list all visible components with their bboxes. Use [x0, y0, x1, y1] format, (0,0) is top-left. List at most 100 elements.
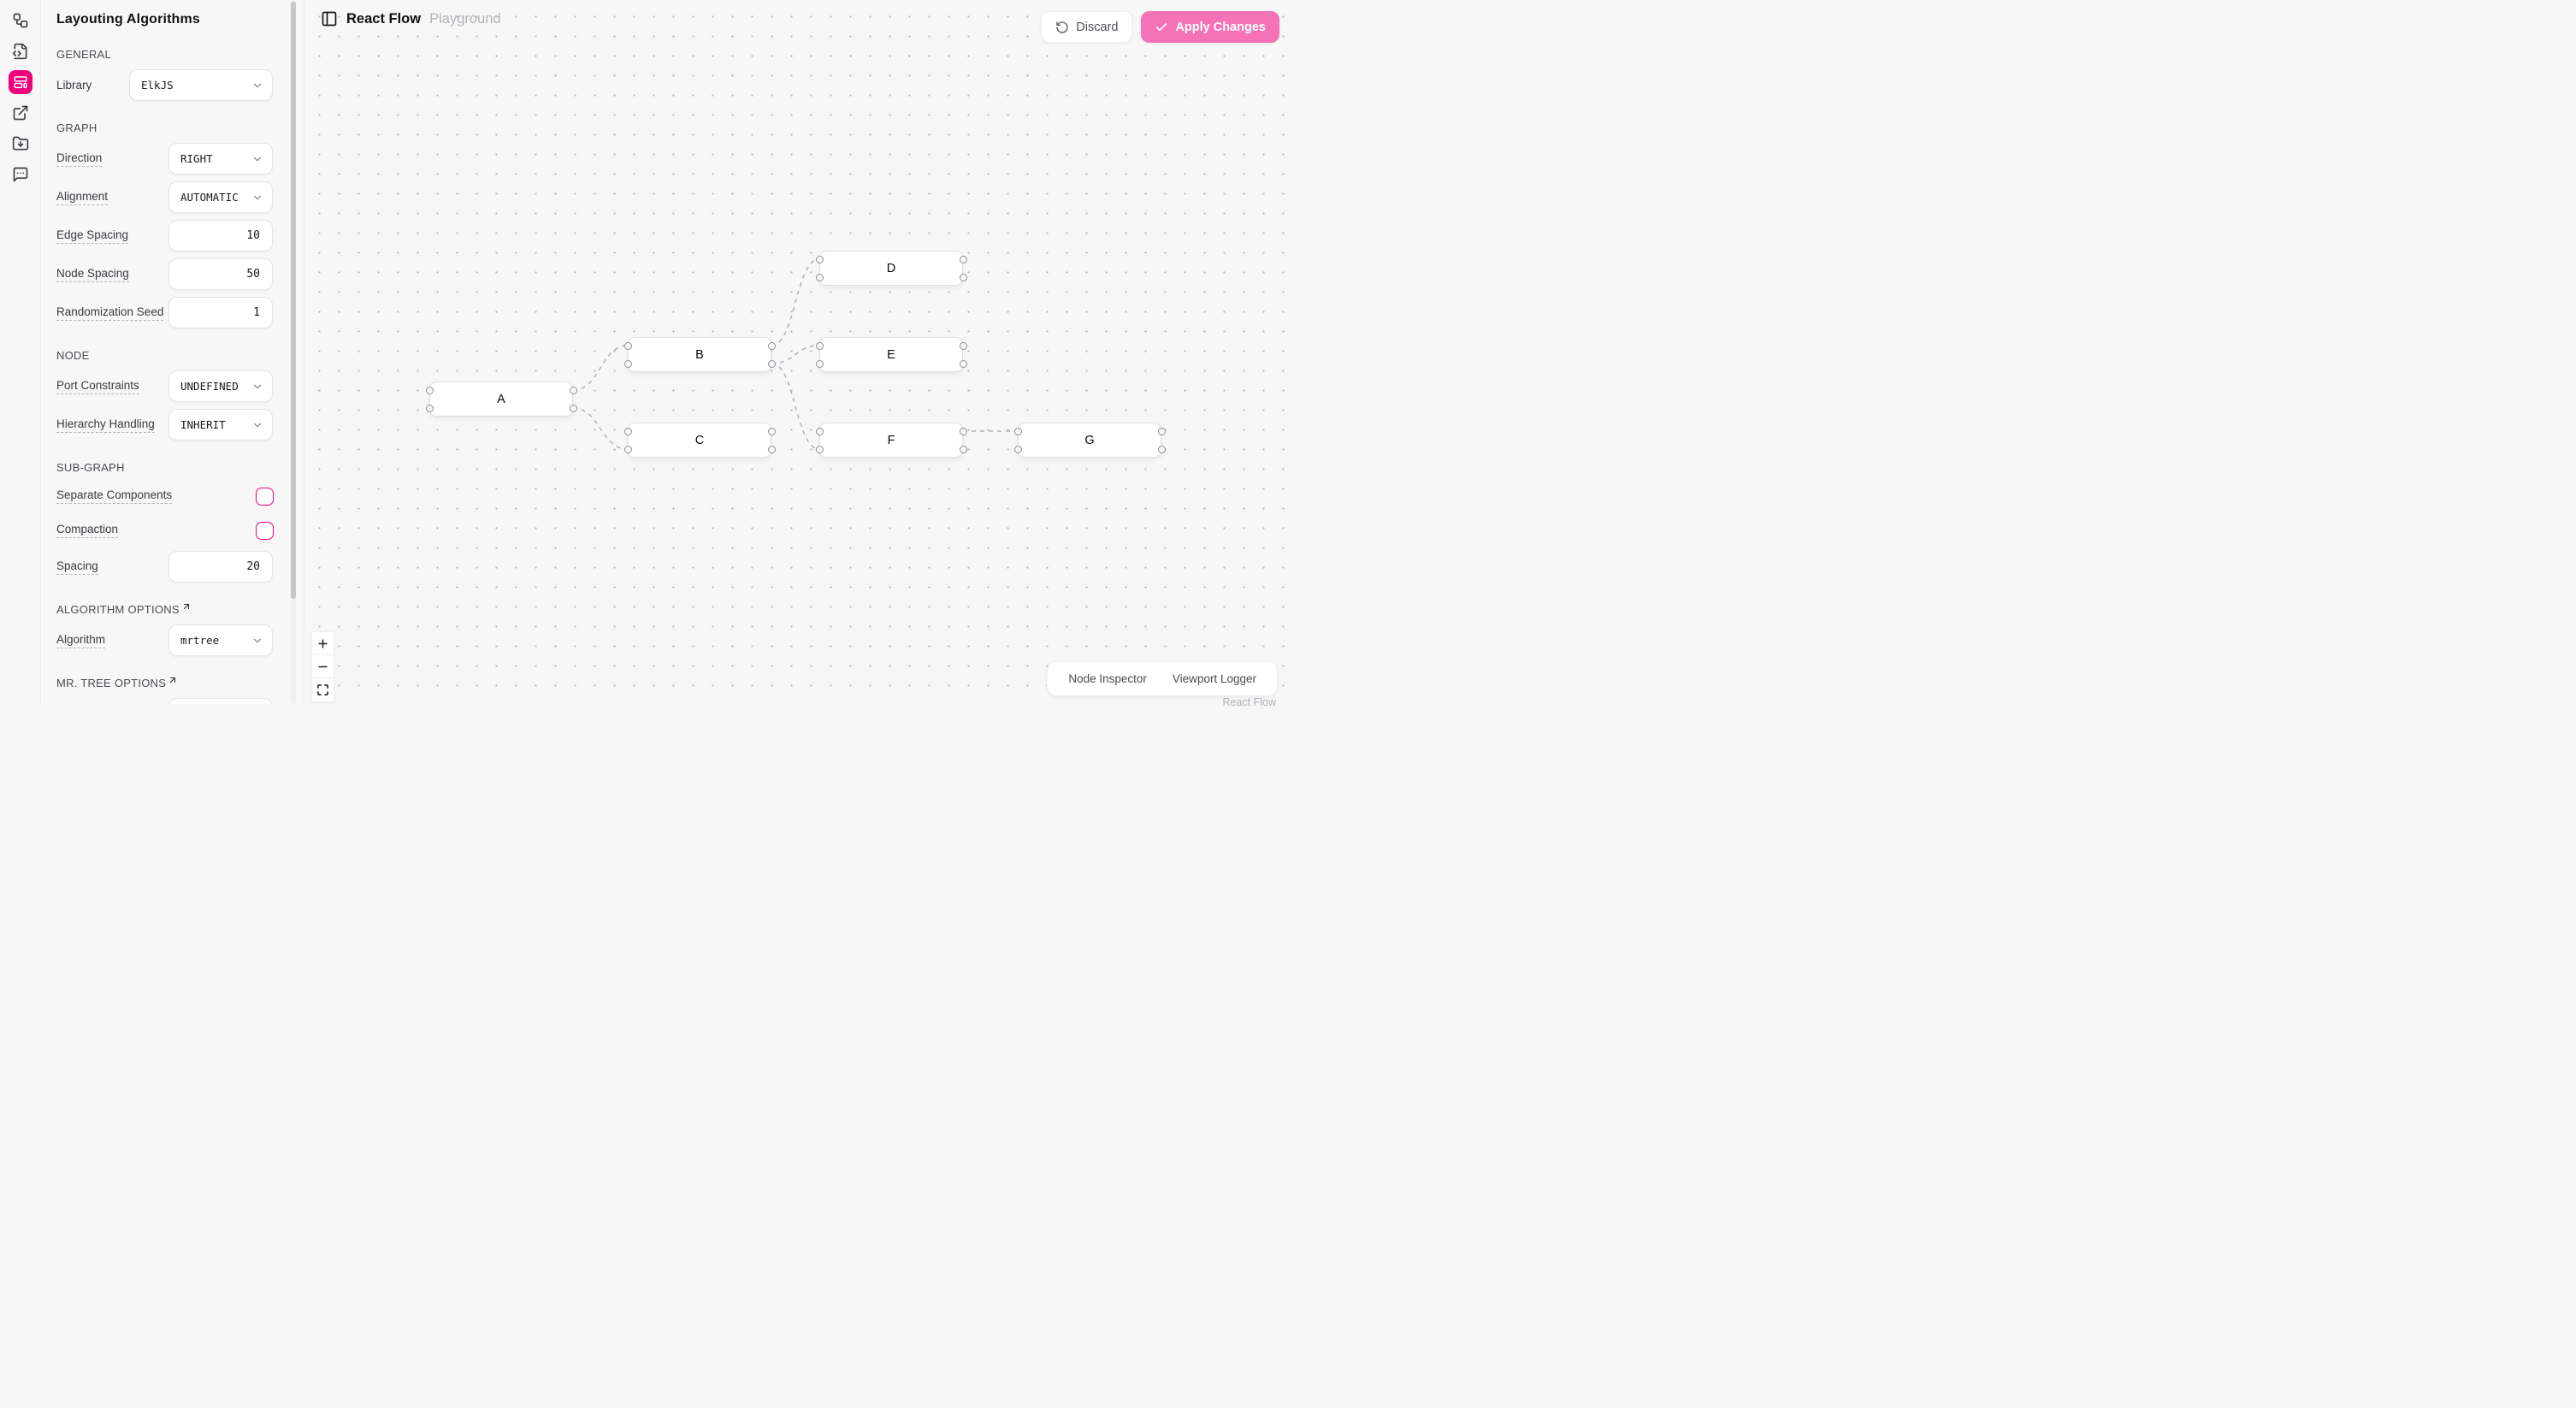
field-label-algorithm: Algorithm [56, 633, 106, 648]
discard-button[interactable]: Discard [1041, 11, 1133, 43]
handle-c-lt[interactable] [623, 427, 632, 435]
handle-g-lt[interactable] [1013, 427, 1022, 435]
separate-components-checkbox[interactable] [256, 487, 274, 506]
sidebar-item-workflow[interactable] [9, 9, 32, 33]
rotate-ccw-icon [1055, 21, 1069, 34]
devtools-node-inspector[interactable]: Node Inspector [1068, 672, 1147, 685]
field-label-alignment: Alignment [56, 190, 109, 205]
zoom-out-button[interactable] [312, 655, 334, 678]
clipped-field[interactable] [168, 698, 273, 704]
panel-scrollbar-thumb[interactable] [291, 2, 296, 599]
field-label-separate-components: Separate Components [56, 488, 173, 504]
sidebar-item-folder-down[interactable] [9, 132, 32, 156]
hierarchy-handling-select[interactable]: INHERIT [168, 409, 273, 441]
handle-a-lb[interactable] [425, 404, 434, 412]
field-label-library: Library [56, 79, 92, 92]
handle-e-lb[interactable] [815, 359, 824, 368]
library-select[interactable]: ElkJS [129, 69, 273, 101]
section-label-text: GRAPH [56, 121, 97, 134]
edge-b-d[interactable] [771, 258, 820, 346]
algorithm-select[interactable]: mrtree [168, 624, 273, 656]
devtools-viewport-logger[interactable]: Viewport Logger [1172, 672, 1256, 685]
handle-d-lt[interactable] [815, 255, 824, 263]
app-subtitle: Playground [429, 10, 501, 27]
handle-c-lb[interactable] [623, 445, 632, 453]
handle-e-rb[interactable] [959, 359, 967, 368]
edge-a-c[interactable] [572, 407, 629, 450]
handle-b-lt[interactable] [623, 341, 632, 350]
flow-node-a[interactable]: A [429, 382, 573, 417]
handle-f-lb[interactable] [815, 445, 824, 453]
handle-g-lb[interactable] [1013, 445, 1022, 453]
zoom-in-button[interactable] [312, 632, 334, 655]
section-label-text: GENERAL [56, 48, 111, 61]
sidebar-item-external-link[interactable] [9, 101, 32, 125]
folder-down-icon [12, 135, 29, 152]
node-label: B [695, 347, 704, 362]
handle-a-rb[interactable] [569, 404, 577, 412]
flow-node-f[interactable]: F [819, 423, 963, 458]
check-icon [1155, 21, 1168, 34]
select-value: ElkJS [141, 79, 174, 92]
arrow-up-right-icon [168, 677, 178, 685]
handle-g-rt[interactable] [1157, 427, 1166, 435]
handle-e-lt[interactable] [815, 341, 824, 350]
section-label: GENERAL [56, 48, 304, 61]
handle-b-rb[interactable] [767, 359, 776, 368]
handle-e-rt[interactable] [959, 341, 967, 350]
handle-f-lt[interactable] [815, 427, 824, 435]
node-spacing-input[interactable]: 50 [168, 258, 273, 290]
compaction-checkbox[interactable] [256, 521, 274, 540]
handle-b-lb[interactable] [623, 359, 632, 368]
node-label: F [887, 433, 895, 447]
section-label[interactable]: MR. TREE OPTIONS [56, 677, 304, 689]
handle-d-rt[interactable] [959, 255, 967, 263]
sidebar-rail [0, 0, 41, 704]
layout-panel-icon [13, 74, 28, 90]
alignment-select[interactable]: AUTOMATIC [168, 181, 273, 213]
node-label: A [497, 392, 505, 406]
handle-a-lt[interactable] [425, 386, 434, 394]
edge-a-b[interactable] [572, 345, 629, 391]
section-general: GENERAL Library ElkJS [56, 48, 304, 101]
handle-g-rb[interactable] [1157, 445, 1166, 453]
edge-spacing-input[interactable]: 10 [168, 220, 273, 251]
flow-node-g[interactable]: G [1018, 423, 1161, 458]
direction-select[interactable]: RIGHT [168, 143, 273, 175]
handle-c-rt[interactable] [767, 427, 776, 435]
field-row: Alignment AUTOMATIC [56, 181, 304, 213]
sidebar-item-message-dots[interactable] [9, 163, 32, 186]
flow-node-b[interactable]: B [628, 337, 771, 372]
node-label: G [1084, 433, 1095, 447]
panel-left-toggle-icon[interactable] [321, 10, 338, 27]
edge-b-e[interactable] [771, 345, 820, 364]
randomization-seed-input[interactable]: 1 [168, 297, 273, 328]
handle-f-rt[interactable] [959, 427, 967, 435]
apply-changes-button[interactable]: Apply Changes [1141, 11, 1279, 43]
edge-b-f[interactable] [771, 363, 820, 450]
panel-title: Layouting Algorithms [56, 12, 200, 27]
handle-d-rb[interactable] [959, 273, 967, 281]
field-label-node-spacing: Node Spacing [56, 267, 129, 282]
sidebar-item-file-code[interactable] [9, 39, 32, 63]
flow-node-e[interactable]: E [819, 337, 963, 372]
flow-node-d[interactable]: D [819, 251, 963, 286]
section-label[interactable]: ALGORITHM OPTIONS [56, 603, 304, 616]
handle-a-rt[interactable] [569, 386, 577, 394]
spacing-input[interactable]: 20 [168, 551, 273, 583]
handle-b-rt[interactable] [767, 341, 776, 350]
handle-d-lb[interactable] [815, 273, 824, 281]
fit-view-button[interactable] [312, 678, 334, 701]
handle-c-rb[interactable] [767, 445, 776, 453]
flow-canvas[interactable]: React Flow Playground Discard Apply Chan… [304, 0, 1288, 708]
port-constraints-select[interactable]: UNDEFINED [168, 370, 273, 402]
flow-node-c[interactable]: C [628, 423, 771, 458]
select-value: AUTOMATIC [180, 191, 239, 204]
chevron-down-icon [251, 80, 263, 92]
sidebar-item-layout-panel[interactable] [8, 70, 32, 94]
handle-f-rb[interactable] [959, 445, 967, 453]
